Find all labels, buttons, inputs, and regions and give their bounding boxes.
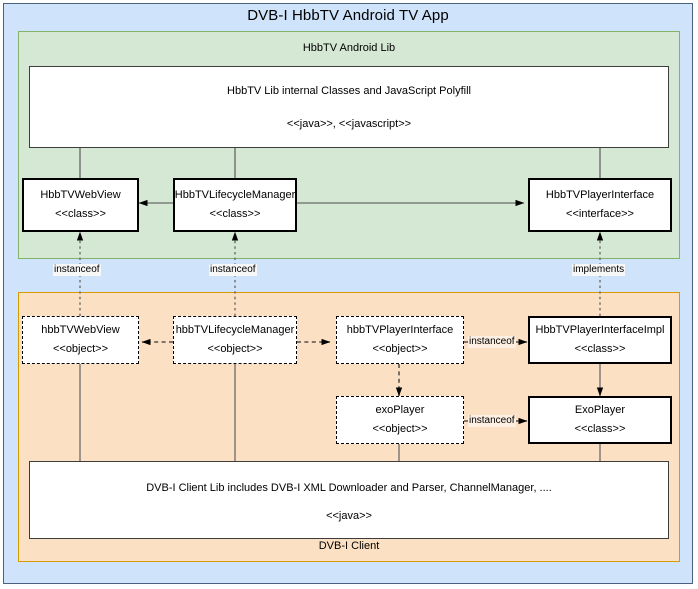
node-exoplayer-object[interactable]: exoPlayer <<object>> [336,396,464,444]
node-hbbtv-player-interface-object[interactable]: hbbTVPlayerInterface <<object>> [336,316,464,364]
node-title: HbbTVLifecycleManager [174,189,296,201]
page-title: DVB-I HbbTV Android TV App [247,7,449,24]
node-title: DVB-I Client Lib includes DVB-I XML Down… [146,482,552,494]
node-stereotype: <<class>> [55,207,106,220]
edge-label-exoplayer-instanceof: instanceof [468,415,516,427]
node-stereotype: <<object>> [372,422,428,435]
node-stereotype: <<java>> [326,509,372,522]
node-title: hbbTVWebView [41,324,120,336]
node-hbbtv-webview-object[interactable]: hbbTVWebView <<object>> [22,316,139,364]
node-stereotype: <<java>>, <<javascript>> [286,117,412,130]
dvbi-client-label: DVB-I Client [318,540,380,552]
node-title: ExoPlayer [574,404,626,416]
node-title: exoPlayer [375,404,425,416]
node-title: HbbTV Lib internal Classes and JavaScrip… [227,85,471,97]
node-hbbtv-player-interface[interactable]: HbbTVPlayerInterface <<interface>> [528,178,672,232]
node-title: hbbTVPlayerInterface [346,324,454,336]
node-exoplayer-class[interactable]: ExoPlayer <<class>> [528,396,672,444]
node-stereotype: <<object>> [52,342,109,355]
edge-label-player-implements: implements [572,264,626,276]
node-title: HbbTVPlayerInterface [545,189,655,201]
hbbtv-android-lib-label: HbbTV Android Lib [302,42,396,54]
node-title: HbbTVWebView [40,189,121,201]
node-stereotype: <<class>> [574,422,626,435]
node-hbbtv-player-interface-impl-class[interactable]: HbbTVPlayerInterfaceImpl <<class>> [528,316,672,364]
node-title: HbbTVPlayerInterfaceImpl [535,324,665,336]
node-hbbtv-webview-class[interactable]: HbbTVWebView <<class>> [22,178,139,232]
node-stereotype: <<class>> [574,342,626,355]
node-stereotype: <<class>> [209,207,261,220]
edge-label-webview-instanceof: instanceof [53,264,101,276]
node-stereotype: <<object>> [207,342,263,355]
node-hbbtv-lifecycle-manager-class[interactable]: HbbTVLifecycleManager <<class>> [173,178,297,232]
node-stereotype: <<interface>> [566,207,634,220]
edge-label-lifecycle-instanceof: instanceof [209,264,257,276]
node-hbbtv-lifecycle-manager-object[interactable]: hbbTVLifecycleManager <<object>> [173,316,297,364]
node-stereotype: <<object>> [372,342,428,355]
edge-label-player-iface-instanceof: instanceof [468,336,516,348]
node-title: hbbTVLifecycleManager [175,324,295,336]
node-hbbtv-lib-internal[interactable]: HbbTV Lib internal Classes and JavaScrip… [29,66,669,148]
node-dvbi-client-lib[interactable]: DVB-I Client Lib includes DVB-I XML Down… [29,461,669,539]
